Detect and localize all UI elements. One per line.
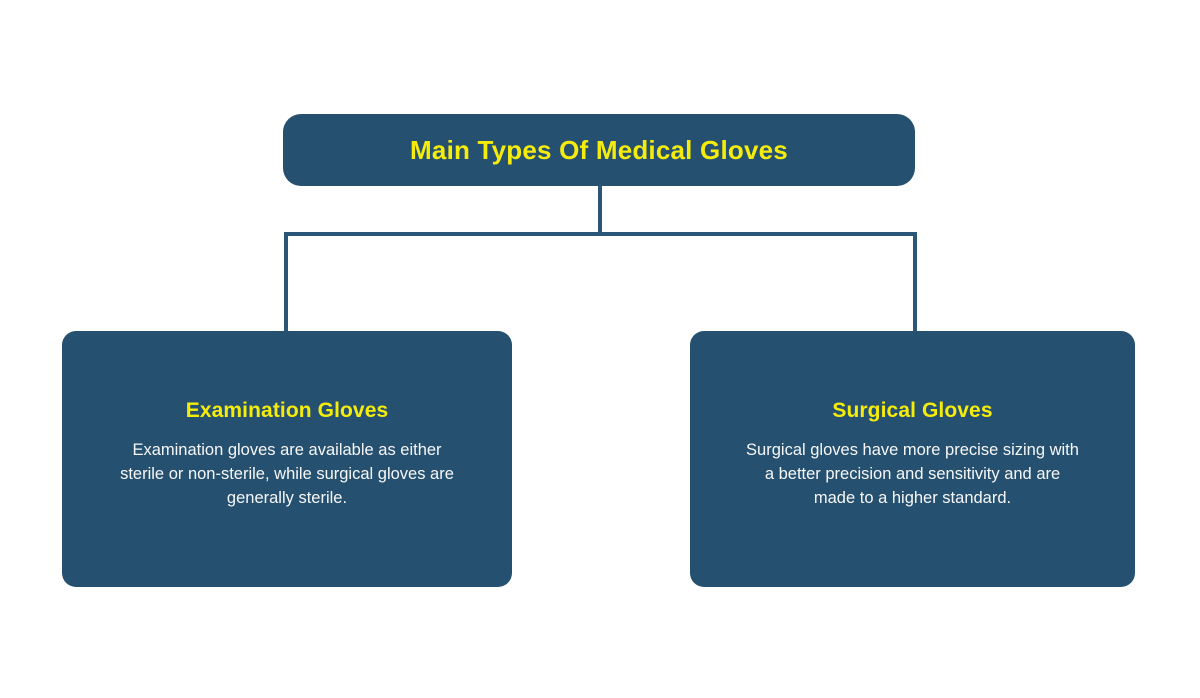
connector-left-branch [284,232,288,333]
card-body-examination-gloves: Examination gloves are available as eith… [120,441,454,508]
root-node-main-types: Main Types Of Medical Gloves [283,114,915,186]
card-surgical-gloves: Surgical Gloves Surgical gloves have mor… [690,331,1135,587]
connector-right-branch [913,232,917,333]
connector-vertical-stem [598,185,602,236]
card-body-surgical-gloves: Surgical gloves have more precise sizing… [746,441,1079,508]
card-heading-surgical-gloves: Surgical Gloves [832,399,993,422]
root-node-title: Main Types Of Medical Gloves [410,134,788,165]
connector-horizontal-bar [284,232,917,236]
card-heading-examination-gloves: Examination Gloves [185,399,389,422]
card-examination-gloves: Examination Gloves Examination gloves ar… [62,331,512,587]
